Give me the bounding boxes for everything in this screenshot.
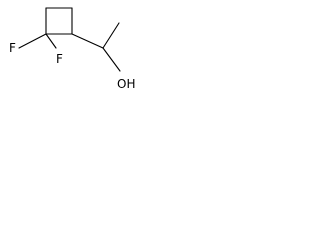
c-f-bond-left [18, 33, 47, 49]
c-o-bond [102, 47, 121, 72]
molecule-diagram: F F OH [9, 7, 135, 91]
methyl-bond [102, 22, 120, 49]
fluorine-label-bottom: F [56, 52, 63, 66]
fluorine-label-left: F [9, 41, 16, 55]
ring-to-chiral-carbon-bond [71, 33, 104, 49]
c-f-bond-down [45, 33, 57, 49]
hydroxyl-label: OH [117, 77, 135, 91]
structure-canvas: F F OH [0, 0, 146, 101]
